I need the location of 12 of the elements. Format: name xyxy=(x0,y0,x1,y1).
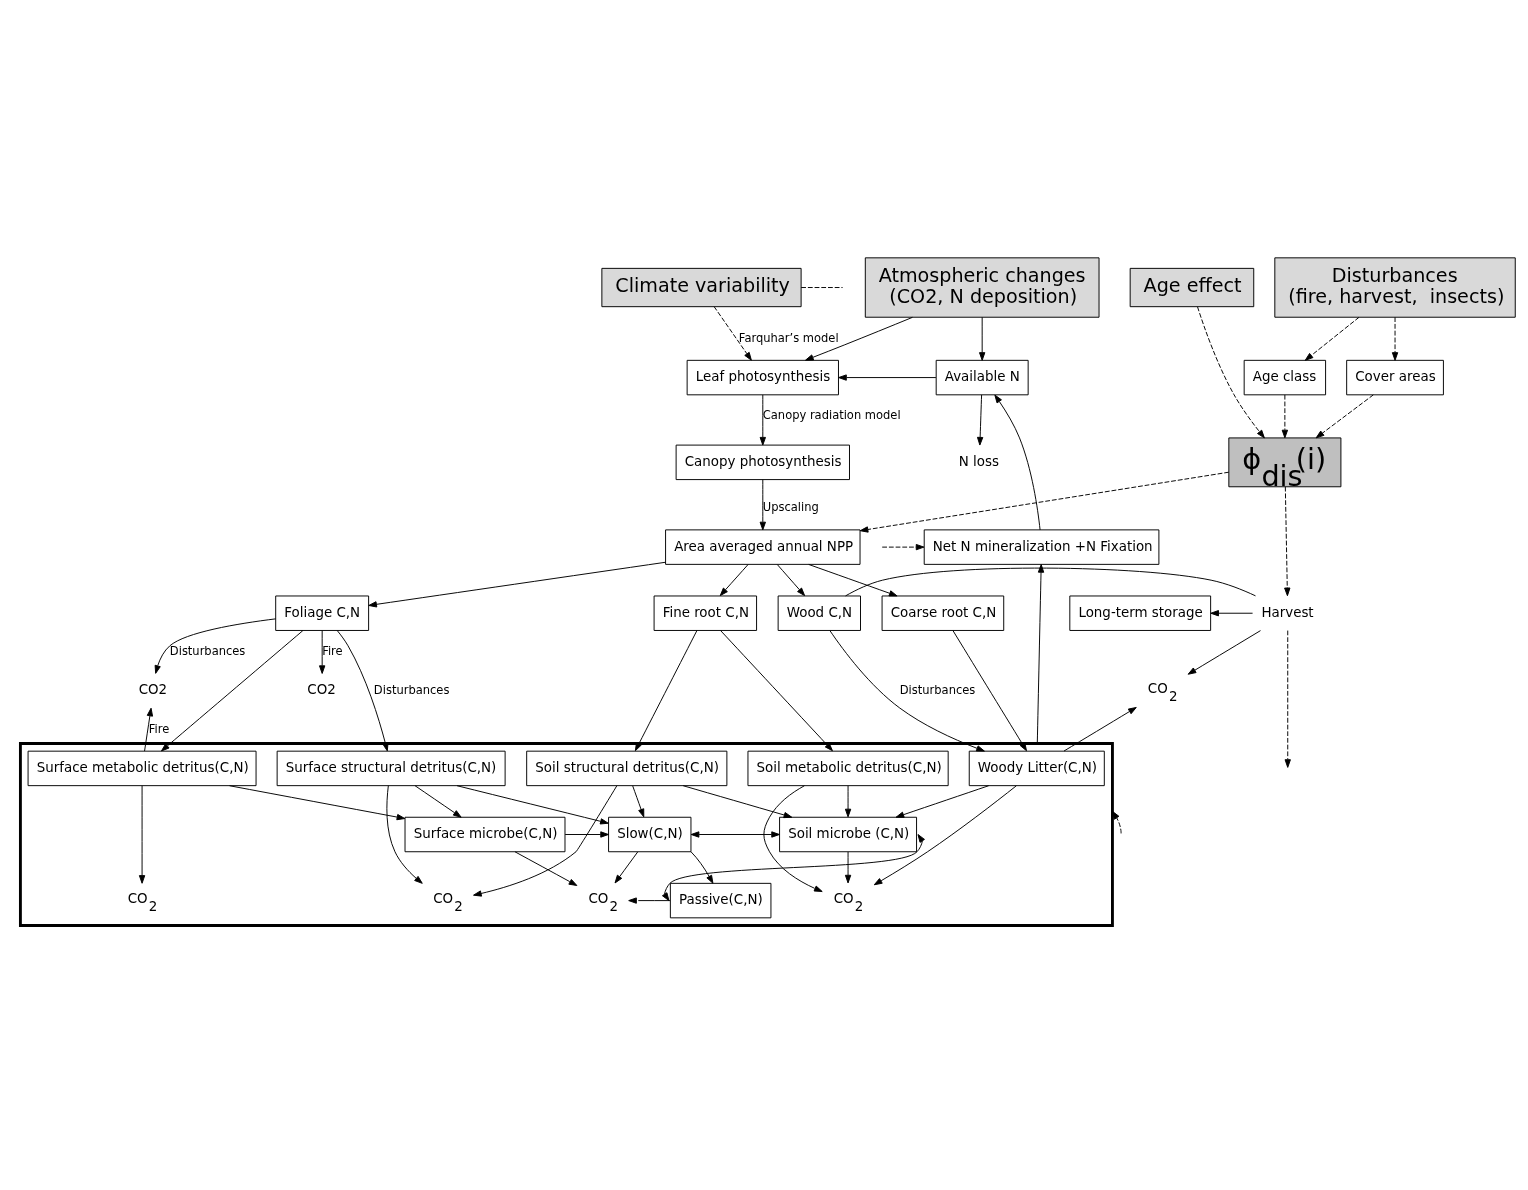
edge-label: Fire xyxy=(148,721,170,736)
node-text: CO2 xyxy=(307,681,336,697)
node-text: Harvest xyxy=(1261,604,1314,620)
node-text: CO2 xyxy=(138,681,168,697)
edge-label: Disturbances xyxy=(373,682,450,697)
edge-label: Fire xyxy=(322,643,343,658)
node-text: N loss xyxy=(958,453,999,469)
edge-label: Canopy radiation model xyxy=(762,407,901,422)
edge-label: Upscaling xyxy=(762,499,819,514)
edge-label: Disturbances xyxy=(899,682,976,697)
edge-label: Farquhar’s model xyxy=(738,330,839,345)
edge-label: Disturbances xyxy=(169,643,246,658)
